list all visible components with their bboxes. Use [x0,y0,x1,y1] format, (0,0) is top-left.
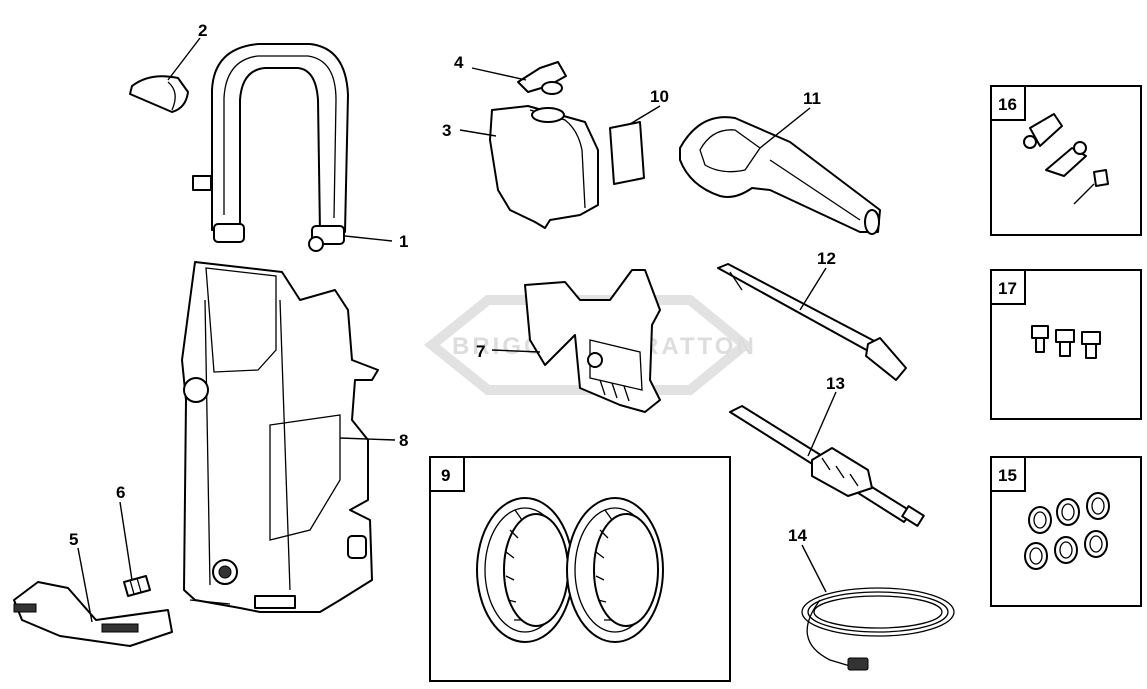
callout-6: 6 [116,483,125,502]
label-part [609,121,645,185]
leader-lines [77,37,837,623]
extension-wand-part [729,405,925,527]
callout-12: 12 [817,249,836,268]
wheel-right [566,497,664,643]
detergent-tank-part [489,105,599,229]
adapter-2 [1055,329,1075,357]
gun-holder-part [524,269,661,413]
wheels-box [429,456,731,682]
adapter-3 [1081,331,1101,359]
adapters-box [990,269,1142,420]
quick-connect-part [123,575,151,597]
callout-15: 15 [998,466,1017,485]
callout-17: 17 [998,279,1017,298]
callout-5: 5 [69,530,78,549]
callout-9: 9 [441,466,450,485]
callout-1: 1 [399,232,408,251]
callout-3: 3 [442,121,451,140]
adapter-1 [1031,325,1049,353]
callout-16: 16 [998,95,1017,114]
handle-part [192,43,349,252]
callout-8: 8 [399,431,408,450]
callout-13: 13 [826,374,845,393]
callout-10: 10 [650,87,669,106]
o-ring-set [1024,492,1110,570]
tank-cap-part [517,61,567,95]
base-foot-part [13,581,173,647]
hose-part [801,587,955,671]
main-housing-part [181,261,379,613]
callout-labels: 1 2 3 4 5 6 7 8 9 10 11 12 13 14 15 16 1… [69,21,1017,549]
o-rings-box [990,456,1142,607]
callout-2: 2 [198,21,207,40]
callout-7: 7 [476,342,485,361]
lance-part [717,263,907,381]
callout-11: 11 [803,89,821,108]
wheel-left [476,497,574,643]
spray-gun-part [679,116,881,235]
callout-14: 14 [788,526,807,545]
nozzles-box [990,85,1142,236]
callout-4: 4 [454,53,464,72]
cord-hook-part [129,75,189,113]
